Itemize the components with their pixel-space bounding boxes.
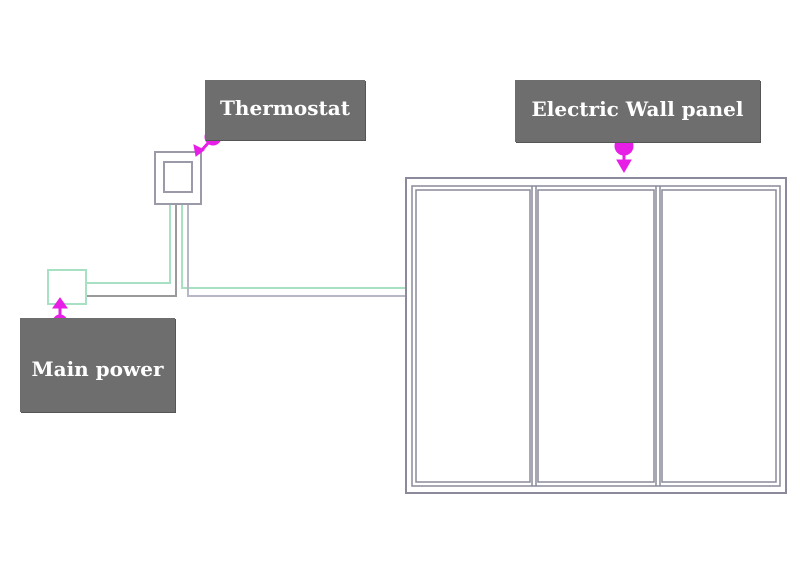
wall-panel-label: Electric Wall panel <box>515 80 760 142</box>
main-power-box <box>47 269 87 305</box>
main-power-label-text: Main power <box>31 357 164 381</box>
electric-wall-panel <box>405 177 787 494</box>
marker-wall-panel <box>614 136 634 173</box>
thermostat-label-text: Thermostat <box>220 96 350 120</box>
wire-thermostat-to-panel-gray <box>187 205 406 297</box>
wire-thermostat-to-panel-green <box>181 205 406 289</box>
thermostat-device <box>154 151 202 205</box>
wire-main-to-thermostat-green <box>86 205 171 284</box>
wires <box>86 205 406 297</box>
main-power-label: Main power <box>20 318 175 412</box>
wire-main-to-thermostat-gray <box>86 205 177 297</box>
wall-panel-label-text: Electric Wall panel <box>531 97 744 121</box>
thermostat-label: Thermostat <box>205 80 365 140</box>
